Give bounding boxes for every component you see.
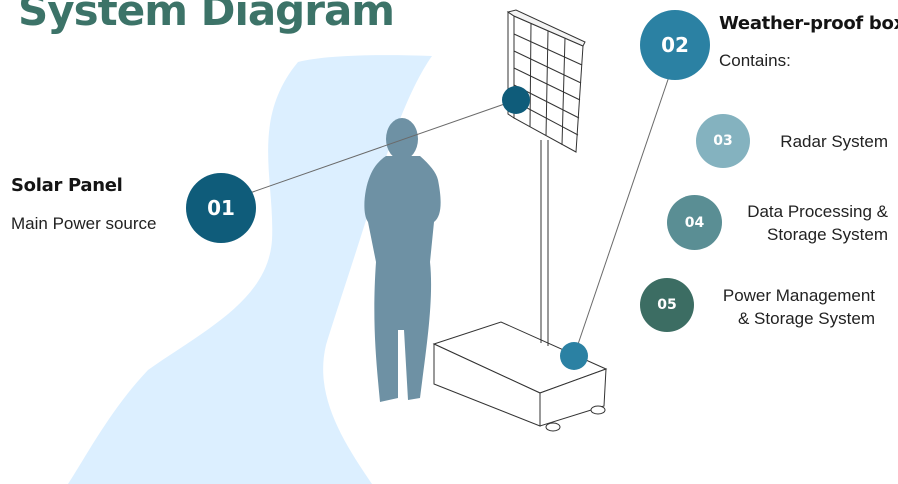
component-03-line-1: Radar System — [780, 132, 888, 151]
solar-panel-marker-dot — [502, 86, 530, 114]
badge-03: 03 — [696, 114, 750, 168]
river-shape — [68, 55, 432, 484]
badge-05-number: 05 — [657, 297, 677, 313]
component-05-line-2: & Storage System — [737, 309, 875, 328]
badge-04: 04 — [667, 195, 722, 250]
component-04-line-1: Data Processing & — [747, 202, 888, 221]
badge-01: 01 — [186, 173, 256, 243]
badge-03-number: 03 — [713, 133, 733, 149]
connector-solar — [243, 99, 517, 196]
connector-box — [573, 55, 677, 357]
badge-02: 02 — [640, 10, 710, 80]
badge-01-number: 01 — [207, 196, 235, 220]
badge-04-number: 04 — [684, 214, 705, 231]
person-silhouette — [364, 118, 441, 402]
component-03-label: Radar System — [740, 130, 888, 153]
box-marker-dot — [560, 342, 588, 370]
weather-box-heading: Weather-proof box — [719, 13, 898, 34]
component-04-line-2: Storage System — [767, 225, 888, 244]
component-05-line-1: Power Management — [722, 286, 875, 305]
weather-box-desc: Contains: — [719, 51, 791, 70]
solar-panel-heading: Solar Panel — [11, 175, 123, 196]
page-title: System Diagram — [18, 0, 395, 35]
solar-panel-drawing — [506, 9, 586, 153]
solar-panel-desc: Main Power source — [11, 214, 157, 233]
component-05-label: Power Management & Storage System — [700, 284, 875, 330]
component-04-label: Data Processing & Storage System — [720, 200, 888, 246]
badge-02-number: 02 — [661, 33, 689, 57]
weather-proof-box-drawing — [432, 321, 608, 432]
badge-05: 05 — [640, 278, 694, 332]
